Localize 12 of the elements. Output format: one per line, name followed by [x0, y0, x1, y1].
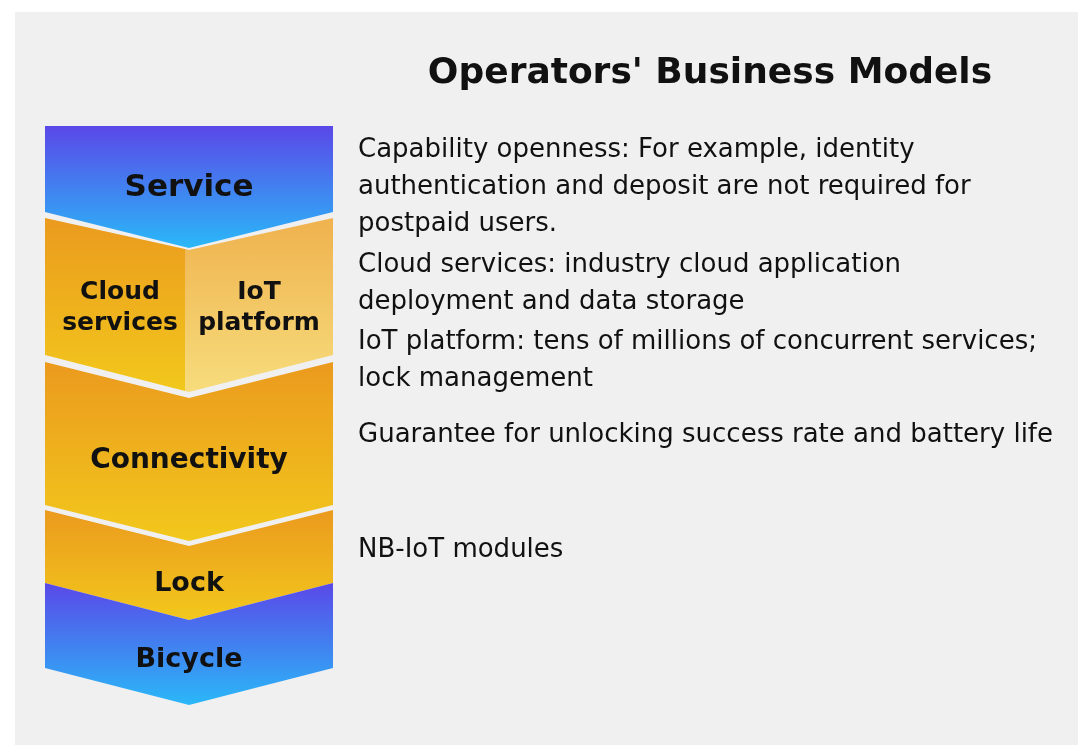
band-label: Lock [153, 565, 225, 599]
description-text: Capability openness: For example, identity authentication and deposit are not required for postpaid users. [358, 132, 972, 239]
band-label: IoT platform [197, 274, 321, 338]
band-label: Cloud services [61, 274, 179, 338]
band-label: Connectivity [89, 440, 289, 476]
description-text: Cloud services: industry cloud application deployment and data storage [358, 247, 903, 317]
band-label: Bicycle [134, 641, 244, 675]
description-text: Guarantee for unlocking success rate and battery life [358, 417, 1055, 450]
description-text: IoT platform: tens of millions of concurrent services; lock management [358, 324, 1038, 394]
description-text: NB-IoT modules [358, 532, 565, 565]
title: Operators' Business Models [426, 50, 994, 91]
band-label: Service [123, 165, 255, 205]
